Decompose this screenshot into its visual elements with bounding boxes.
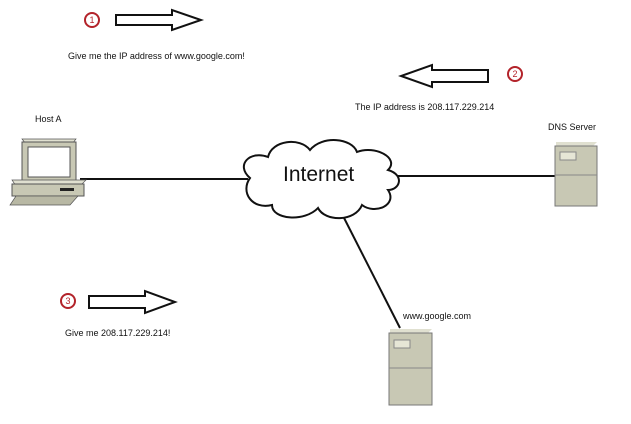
step-3-badge: 3 (60, 293, 76, 309)
arrow-right-icon (88, 289, 178, 315)
step-3-message: Give me 208.117.229.214! (65, 328, 171, 338)
arrow-left-icon (398, 63, 489, 89)
step-1-message: Give me the IP address of www.google.com… (68, 51, 245, 61)
internet-label: Internet (283, 163, 355, 186)
step-2-message: The IP address is 208.117.229.214 (355, 102, 495, 112)
link-internet-web (339, 209, 401, 329)
step-2-badge: 2 (507, 66, 523, 82)
host-computer-icon (9, 138, 87, 206)
host-a-label: Host A (35, 114, 62, 124)
dns-server-label: DNS Server (548, 122, 597, 132)
web-server-icon (388, 329, 433, 406)
step-1-badge: 1 (84, 12, 100, 28)
web-server-label: www.google.com (403, 311, 472, 321)
arrow-right-icon (115, 8, 205, 32)
dns-server-icon (554, 142, 598, 207)
internet-cloud-icon (242, 139, 400, 220)
